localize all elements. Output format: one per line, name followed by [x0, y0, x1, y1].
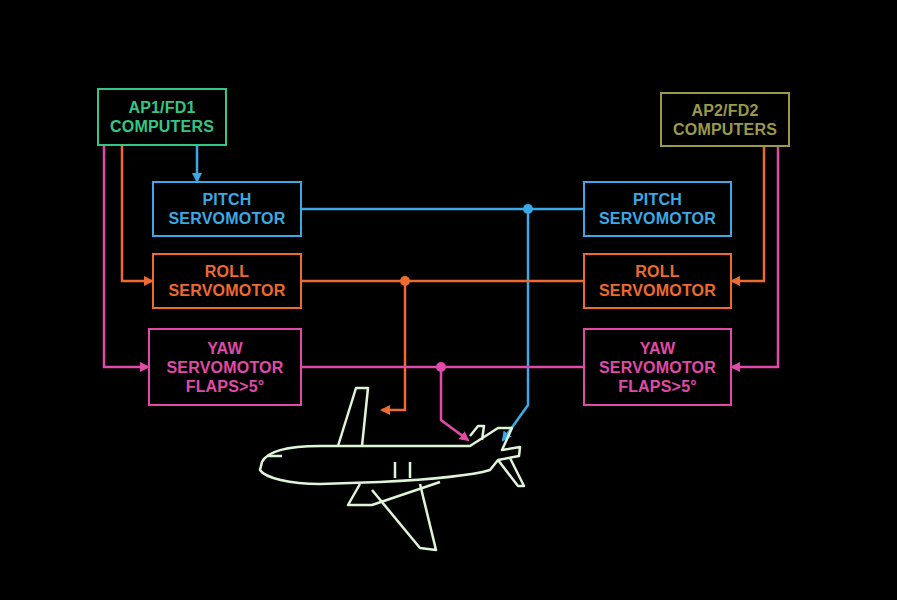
box-label: ROLL SERVOMOTOR: [160, 262, 294, 300]
servomotor-box: ROLL SERVOMOTOR: [152, 253, 302, 309]
servomotor-box: YAW SERVOMOTOR FLAPS>5°: [148, 328, 302, 406]
computer-box: AP2/FD2 COMPUTERS: [660, 92, 790, 147]
signal-line: [302, 366, 583, 369]
signal-line: [732, 147, 778, 367]
box-label: PITCH SERVOMOTOR: [160, 190, 294, 228]
roll-branch: [382, 281, 405, 410]
signal-line: [302, 280, 583, 283]
signal-line: [122, 146, 152, 281]
servomotor-box: PITCH SERVOMOTOR: [152, 181, 302, 237]
box-label: PITCH SERVOMOTOR: [591, 190, 724, 228]
box-label: YAW SERVOMOTOR FLAPS>5°: [156, 339, 294, 396]
box-label: ROLL SERVOMOTOR: [591, 262, 724, 300]
signal-line: [732, 147, 764, 281]
box-label: AP2/FD2 COMPUTERS: [668, 101, 782, 139]
yaw-branch: [441, 367, 468, 440]
pitch-branch: [503, 209, 528, 440]
servomotor-box: ROLL SERVOMOTOR: [583, 253, 732, 309]
servomotor-box: PITCH SERVOMOTOR: [583, 181, 732, 237]
signal-line: [196, 146, 199, 181]
signal-line: [302, 208, 583, 211]
box-label: AP1/FD1 COMPUTERS: [105, 98, 219, 136]
signal-line: [104, 146, 148, 367]
box-label: YAW SERVOMOTOR FLAPS>5°: [591, 339, 724, 396]
computer-box: AP1/FD1 COMPUTERS: [97, 88, 227, 146]
aircraft: [260, 388, 524, 550]
servomotor-box: YAW SERVOMOTOR FLAPS>5°: [583, 328, 732, 406]
